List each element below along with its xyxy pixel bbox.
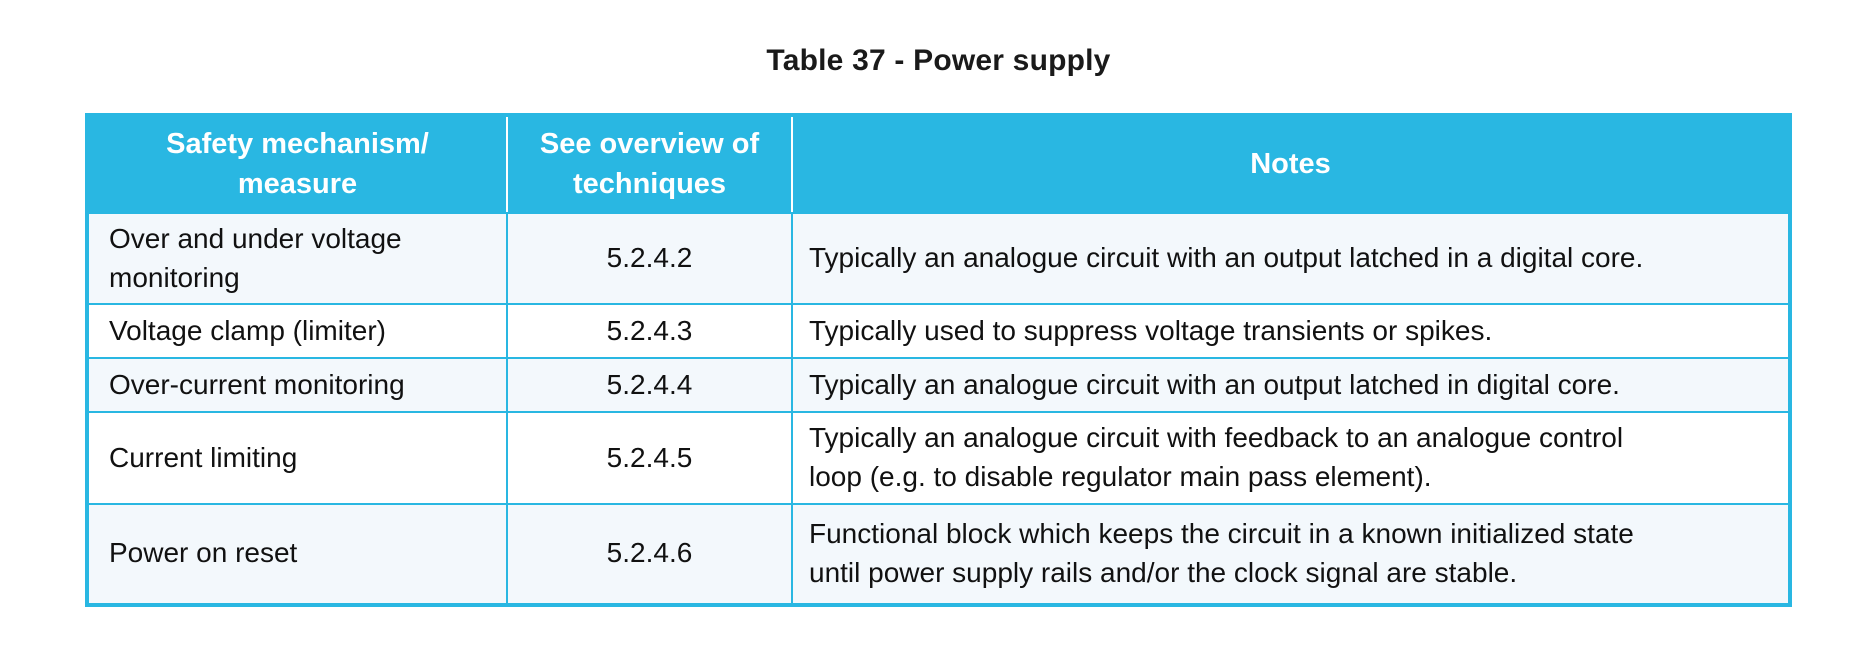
cell-notes: Typically used to suppress voltage trans… (791, 303, 1788, 358)
power-supply-table: Safety mechanism/ measure See overview o… (85, 113, 1792, 607)
cell-reference: 5.2.4.6 (506, 502, 791, 603)
table-row: Power on reset 5.2.4.6 Functional block … (89, 502, 1788, 603)
table-row: Voltage clamp (limiter) 5.2.4.3 Typicall… (89, 303, 1788, 358)
table-caption: Table 37 - Power supply (766, 44, 1111, 77)
cell-notes: Typically an analogue circuit with feedb… (791, 411, 1788, 503)
cell-reference: 5.2.4.4 (506, 357, 791, 412)
col-header-safety-mechanism: Safety mechanism/ measure (89, 117, 506, 212)
cell-mechanism: Voltage clamp (limiter) (89, 303, 506, 358)
col-header-notes: Notes (791, 117, 1788, 212)
table-row: Over and under voltage monitoring 5.2.4.… (89, 212, 1788, 304)
cell-mechanism: Over-current monitoring (89, 357, 506, 412)
cell-mechanism: Current limiting (89, 411, 506, 503)
cell-mechanism: Power on reset (89, 502, 506, 603)
cell-mechanism: Over and under voltage monitoring (89, 212, 506, 304)
col-header-see-overview: See overview of techniques (506, 117, 791, 212)
table-header-row: Safety mechanism/ measure See overview o… (89, 117, 1788, 212)
cell-notes: Typically an analogue circuit with an ou… (791, 212, 1788, 304)
table-container: Safety mechanism/ measure See overview o… (85, 113, 1792, 607)
cell-reference: 5.2.4.3 (506, 303, 791, 358)
cell-notes: Functional block which keeps the circuit… (791, 502, 1788, 603)
table-row: Over-current monitoring 5.2.4.4 Typicall… (89, 357, 1788, 412)
table-row: Current limiting 5.2.4.5 Typically an an… (89, 411, 1788, 503)
cell-reference: 5.2.4.5 (506, 411, 791, 503)
cell-notes: Typically an analogue circuit with an ou… (791, 357, 1788, 412)
cell-reference: 5.2.4.2 (506, 212, 791, 304)
